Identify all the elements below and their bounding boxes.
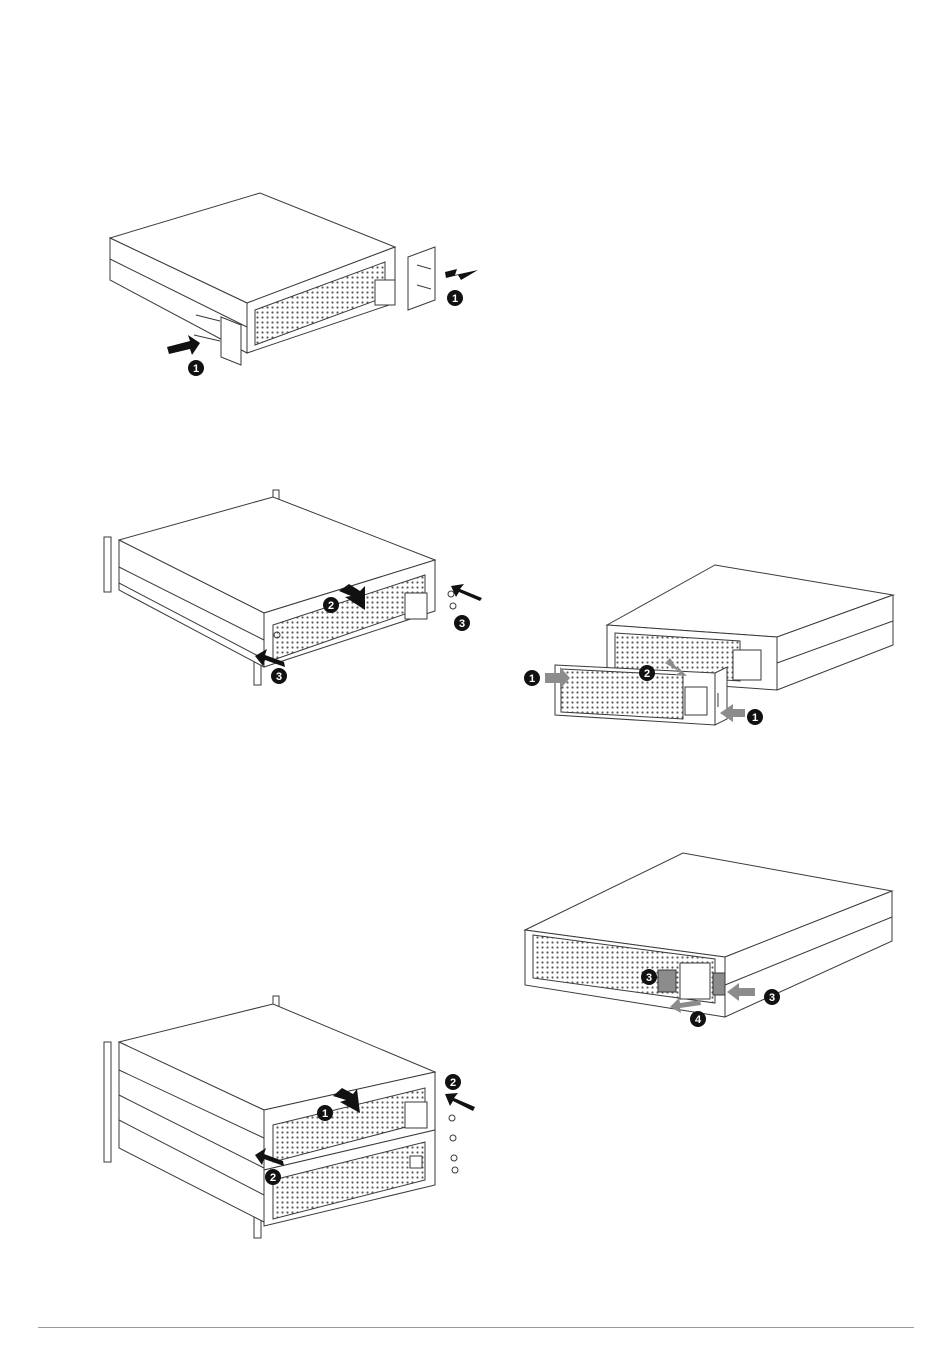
callout-badge: 1 [188,360,204,376]
arrow-bracket-left [167,335,200,355]
figure-mounting-brackets: 1 1 [95,185,515,395]
figure-front-cover-removal: 1 2 1 [515,555,915,745]
callout-number: 1 [529,673,535,685]
callout-badge: 2 [639,665,655,681]
callout-number: 4 [695,1014,702,1026]
callout-number: 2 [328,600,334,612]
arrow-bracket-right [445,269,478,280]
callout-badge: 3 [454,615,470,631]
callout-badge: 4 [690,1011,706,1027]
callout-number: 1 [452,293,458,305]
callout-badge: 3 [764,989,780,1005]
footer-rule [38,1327,914,1328]
callout-number: 2 [270,1172,276,1184]
callout-badge: 1 [317,1105,333,1121]
callout-number: 1 [322,1108,328,1120]
callout-badge: 2 [445,1074,461,1090]
callout-number: 3 [459,618,465,630]
callout-badge: 3 [271,668,287,684]
callout-badge: 1 [747,709,763,725]
callout-number: 2 [450,1077,456,1089]
callout-number: 2 [644,668,650,680]
callout-number: 1 [752,712,758,724]
callout-number: 3 [276,671,282,683]
callout-number: 3 [646,972,652,984]
figure-display-removal: 3 3 4 [515,845,915,1045]
callout-badge: 2 [265,1169,281,1185]
callout-badge: 1 [524,670,540,686]
arrow-screw-right [451,584,482,601]
callout-number: 3 [769,992,775,1004]
callout-number: 1 [193,363,199,375]
callout-badge: 3 [641,969,657,985]
figure-rack-stacked: 1 2 2 [95,990,515,1250]
arrow-screw-right [445,1093,475,1111]
callout-badge: 1 [447,290,463,306]
figure-rack-insert: 2 3 3 [95,485,515,705]
callout-badge: 2 [323,597,339,613]
